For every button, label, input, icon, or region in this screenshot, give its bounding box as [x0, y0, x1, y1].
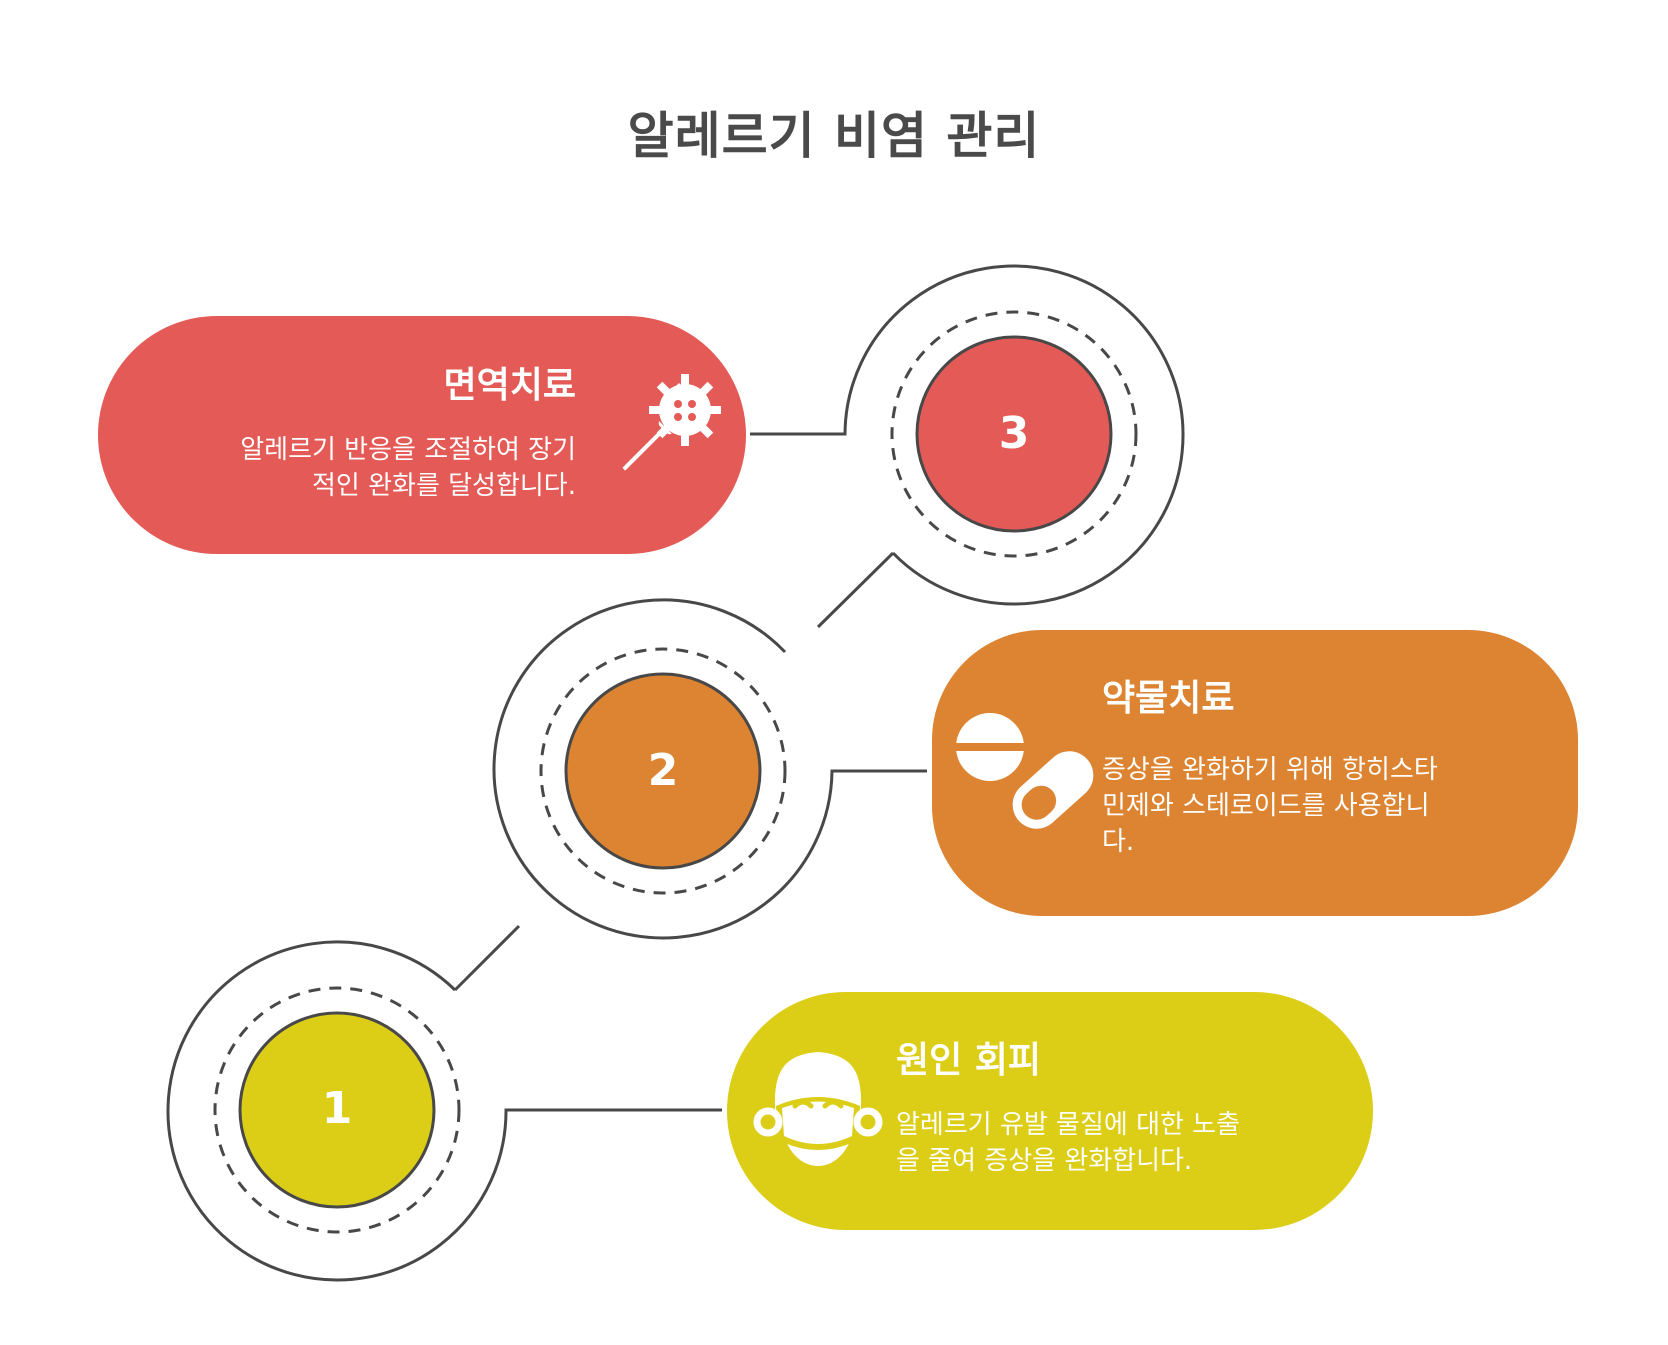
step-2-ring: [492, 598, 927, 940]
step-2-circle: [564, 672, 762, 870]
step-2-number: 2: [647, 745, 679, 796]
connector-2-3: [816, 551, 895, 629]
step-1-ring: [166, 940, 722, 1282]
step-1-card: [727, 992, 1373, 1230]
step-1-number: 1: [321, 1083, 353, 1134]
step-3-circle: [915, 335, 1113, 533]
step-1-circle: [238, 1011, 436, 1209]
step-2-card: [932, 630, 1578, 916]
step-3-description: 알레르기 반응을 조절하여 장기 적인 완화를 달성합니다.: [160, 432, 576, 504]
syringe-virus-icon: [622, 374, 721, 471]
step-2-desc-line: 다.: [1102, 827, 1135, 857]
step-1-desc-line: 을 줄여 증상을 완화합니다.: [896, 1146, 1193, 1176]
step-2-desc-line: 증상을 완화하기 위해 항히스타: [1102, 755, 1438, 785]
step-3-number: 3: [998, 408, 1030, 459]
step-2-title: 약물치료: [1102, 678, 1235, 719]
step-3-desc-line: 알레르기 반응을 조절하여 장기: [240, 435, 576, 465]
step-3-card: [98, 316, 746, 554]
step-3-ring: [750, 264, 1185, 606]
step-2-desc-line: 민제와 스테로이드를 사용합니: [1102, 791, 1430, 821]
step-1-description: 알레르기 유발 물질에 대한 노출 을 줄여 증상을 완화합니다.: [896, 1107, 1316, 1179]
pills-icon: [954, 713, 1094, 829]
step-3-title: 면역치료: [443, 365, 576, 406]
step-2-description: 증상을 완화하기 위해 항히스타 민제와 스테로이드를 사용합니 다.: [1102, 752, 1502, 860]
step-1-title: 원인 회피: [896, 1040, 1042, 1081]
face-mask-icon: [753, 1052, 883, 1166]
step-3-desc-line: 적인 완화를 달성합니다.: [312, 471, 576, 501]
page-title: 알레르기 비염 관리: [627, 107, 1041, 165]
step-1-desc-line: 알레르기 유발 물질에 대한 노출: [896, 1110, 1241, 1140]
connector-1-2: [453, 924, 521, 992]
